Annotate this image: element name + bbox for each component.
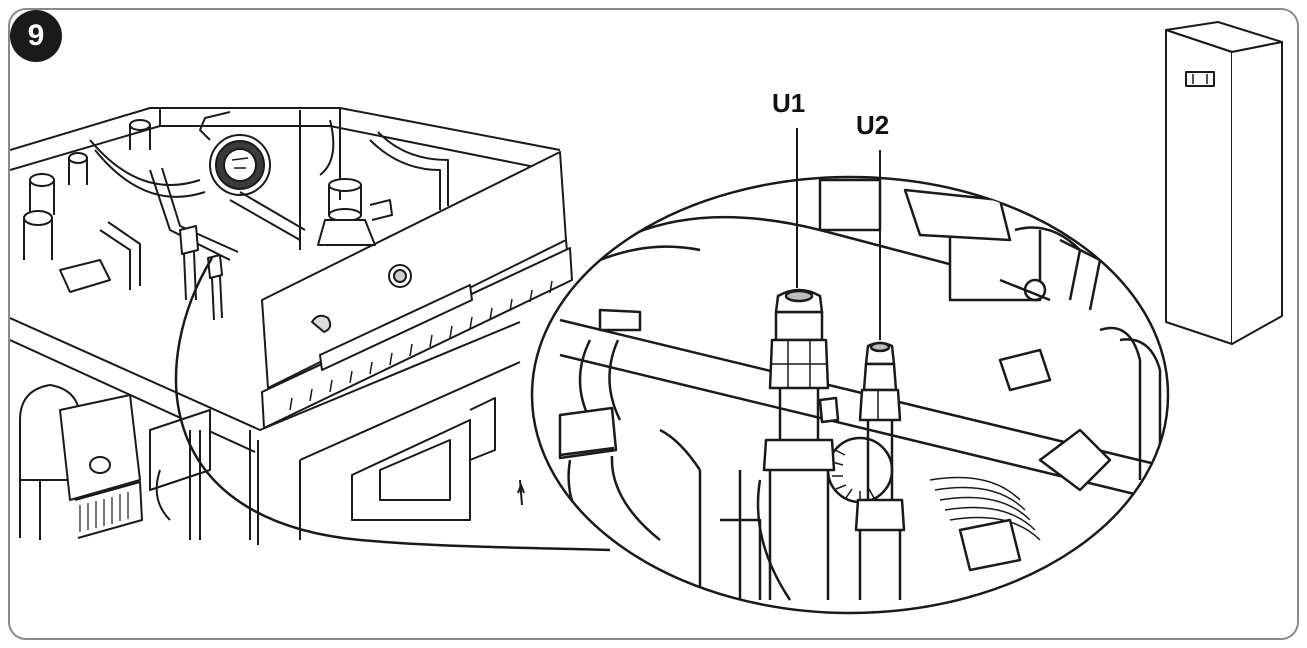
service-valve-u2 [854, 341, 906, 600]
internal-unit-overview [10, 107, 573, 545]
cabinet-thumbnail [1165, 21, 1283, 345]
service-valve-u1 [756, 288, 836, 601]
left-fittings [23, 119, 151, 293]
service-valves-overview [179, 225, 223, 321]
magnified-detail [530, 128, 1170, 615]
step-number-badge: 9 [10, 10, 62, 62]
pressure-gauge [199, 111, 271, 196]
step-number: 9 [27, 19, 45, 52]
callout-label-u2: U2 [856, 110, 890, 140]
valve-cylinder [317, 178, 393, 246]
coil [929, 476, 1041, 541]
callout-label-u1: U1 [772, 88, 806, 118]
circulation-pump [19, 384, 143, 540]
gear-wheel [826, 436, 894, 504]
callout-connector [174, 257, 611, 552]
